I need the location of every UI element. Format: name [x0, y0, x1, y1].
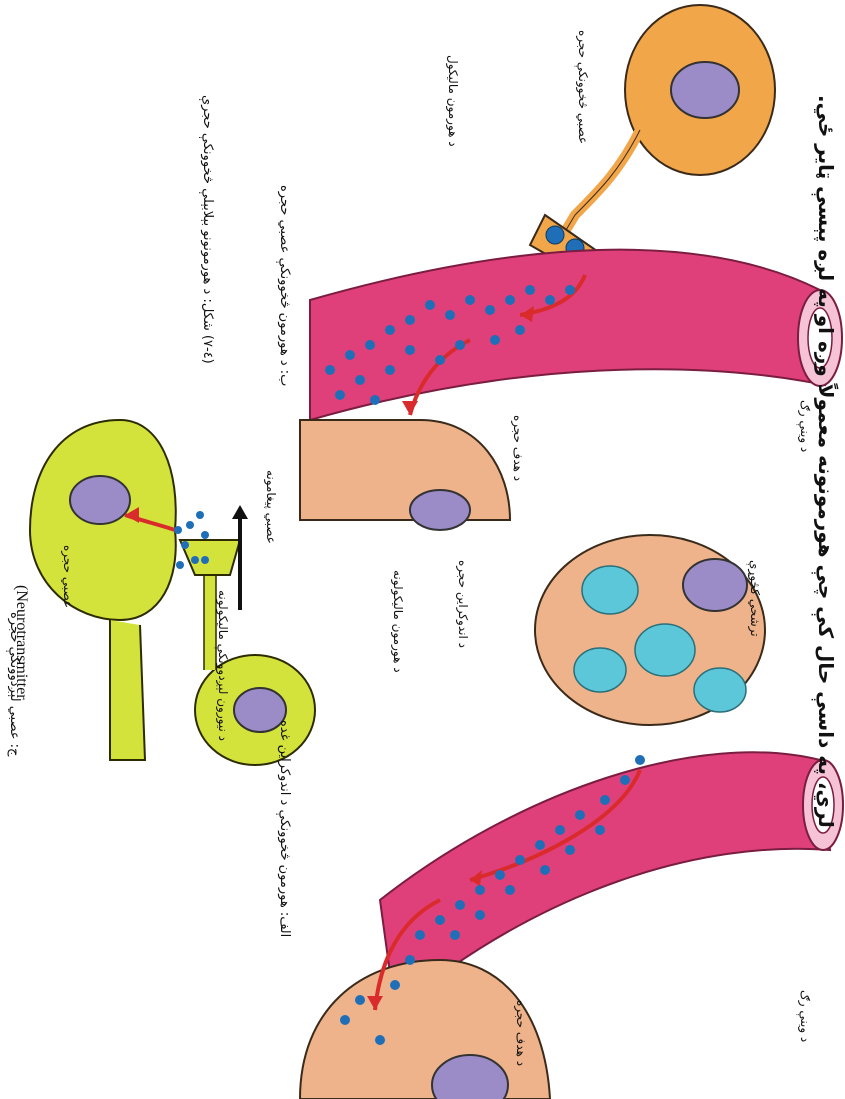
- panel-a-vesicles-label: ترشحي کڅوړې: [748, 560, 762, 637]
- panel-c-molecules-label: د نیورون لېږدوونکې مالیکولونه: [216, 590, 230, 741]
- neurosecretory-axon: [560, 130, 640, 240]
- panel-a-vessel-label: د وینې رګ: [798, 990, 812, 1042]
- target-cell-a: [300, 960, 550, 1099]
- target-cell-b: [300, 420, 510, 520]
- panel-b-cell-label: عصبي څخوونکې حجره: [576, 30, 590, 144]
- blood-vessel-b: [310, 250, 825, 420]
- page-heading: لري، په داسې حال کې چې هورمونونه معمولاً…: [814, 95, 838, 828]
- figure-caption: (٤-٧) شکل: د هورمونونو بېلابېلې څخوونکې …: [200, 95, 215, 364]
- panel-a-target-label: د هدف حجره: [514, 1000, 528, 1066]
- panel-a-hormone-label: د هورمون مالیکولونه: [391, 570, 405, 673]
- panel-c-cell-label: عصبي حجره: [61, 545, 75, 608]
- panel-a-caption: الف: هورمون څخوونکې د اندوکراین غده: [277, 720, 292, 937]
- panel-b-target-label: د هدف حجره: [511, 415, 525, 481]
- panel-b-illustration: [300, 5, 842, 530]
- panel-b-vessel-label: د وینې رګ: [798, 400, 812, 452]
- presynaptic-terminal: [180, 540, 240, 575]
- postsynaptic-dendrite: [110, 620, 145, 760]
- panel-b-hormone-label: د هورمون مالیکول: [446, 55, 460, 147]
- panel-b-caption: ب: د هورمون څخوونکې عصبي حجره: [277, 185, 292, 386]
- panel-a-gland-label: د اندوکراین حجره: [456, 560, 470, 648]
- panel-c-caption-latin: (Neurotransmitter: [12, 585, 30, 700]
- endocrine-nucleus: [683, 559, 747, 611]
- panel-c-signal-label: عصبي پیغامونه: [264, 470, 278, 544]
